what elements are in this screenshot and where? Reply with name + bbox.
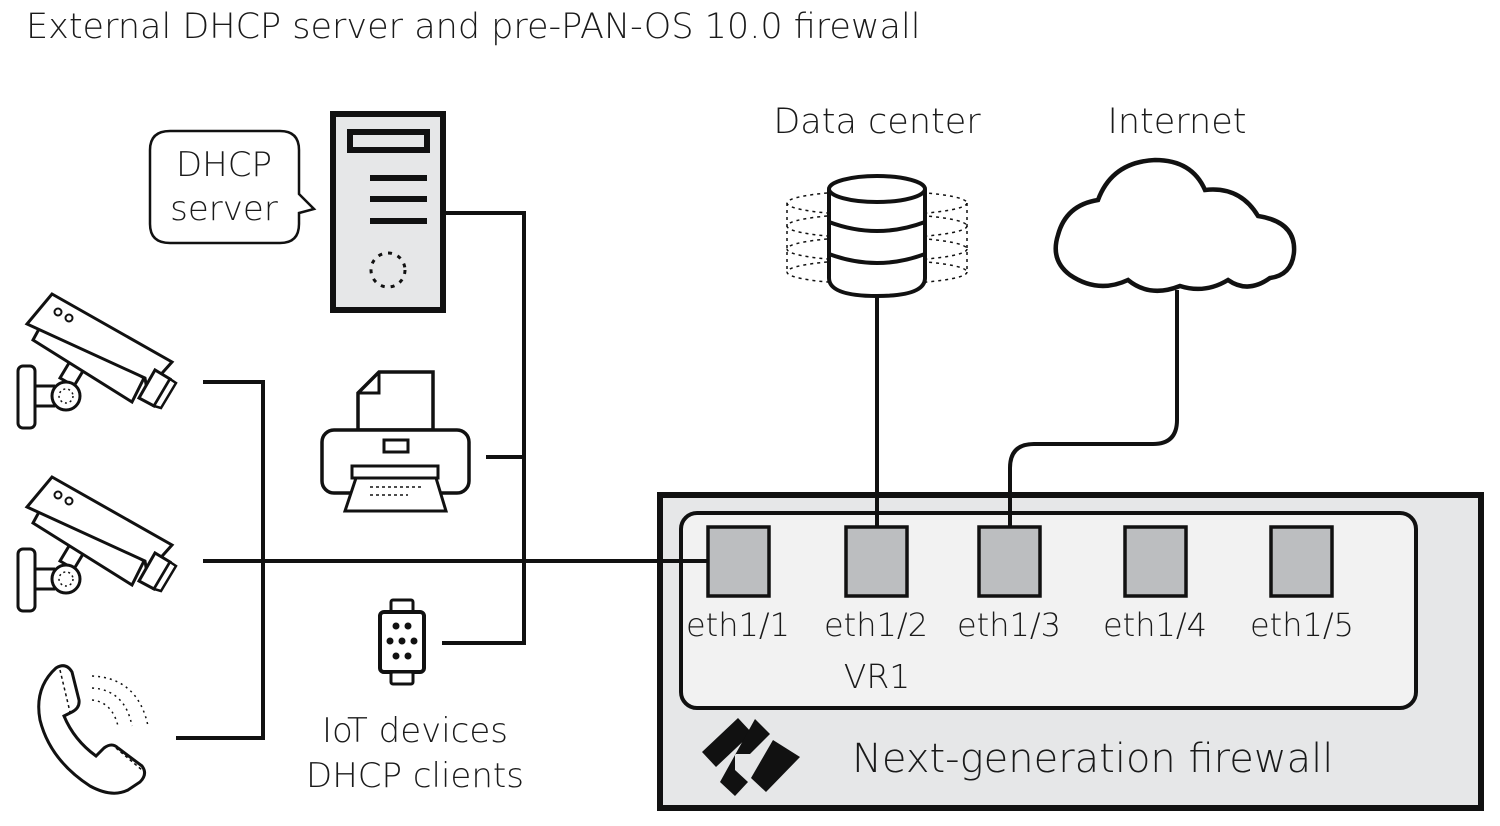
printer-icon[interactable] xyxy=(320,370,471,513)
callout-line2: server xyxy=(170,189,278,229)
interface-ports xyxy=(706,525,1334,598)
security-camera-icon[interactable] xyxy=(16,475,178,613)
dhcp-server-callout: DHCP server xyxy=(148,129,317,245)
port-eth1-4[interactable] xyxy=(1123,525,1188,598)
speech-bubble-icon xyxy=(148,129,317,245)
port-eth1-2[interactable] xyxy=(844,525,909,598)
clients-label-line2: DHCP clients xyxy=(306,756,524,796)
port-label: eth1/5 xyxy=(1250,606,1354,644)
port-eth1-1[interactable] xyxy=(706,525,771,598)
cloud-icon[interactable] xyxy=(1053,157,1297,294)
connection-lines xyxy=(176,211,1179,740)
paloalto-logo-icon xyxy=(702,718,800,796)
port-label: eth1/1 xyxy=(686,606,790,644)
smartwatch-icon[interactable] xyxy=(378,598,426,686)
datacenter-label: Data center xyxy=(773,102,981,142)
diagram-title: External DHCP server and pre-PAN-OS 10.0… xyxy=(26,7,920,47)
database-icon[interactable] xyxy=(786,174,968,299)
signal-waves-icon xyxy=(91,675,149,727)
virtual-router-label: VR1 xyxy=(844,657,911,696)
port-label: eth1/3 xyxy=(957,606,1061,644)
port-eth1-5[interactable] xyxy=(1269,525,1334,598)
internet-label: Internet xyxy=(1108,102,1247,142)
port-label: eth1/2 xyxy=(824,606,928,644)
clients-label-line1: IoT devices xyxy=(322,711,508,751)
server-icon[interactable] xyxy=(330,111,446,313)
port-label: eth1/4 xyxy=(1103,606,1207,644)
firewall-label: Next-generation firewall xyxy=(852,736,1333,782)
port-eth1-3[interactable] xyxy=(977,525,1042,598)
callout-line1: DHCP xyxy=(176,145,272,185)
internet-link-line xyxy=(1008,290,1179,528)
middle-bus-line xyxy=(442,211,526,645)
security-camera-icon[interactable] xyxy=(16,292,178,430)
phone-icon[interactable] xyxy=(37,664,149,795)
interface-labels: eth1/1 eth1/2 eth1/3 eth1/4 eth1/5 xyxy=(686,606,1354,644)
